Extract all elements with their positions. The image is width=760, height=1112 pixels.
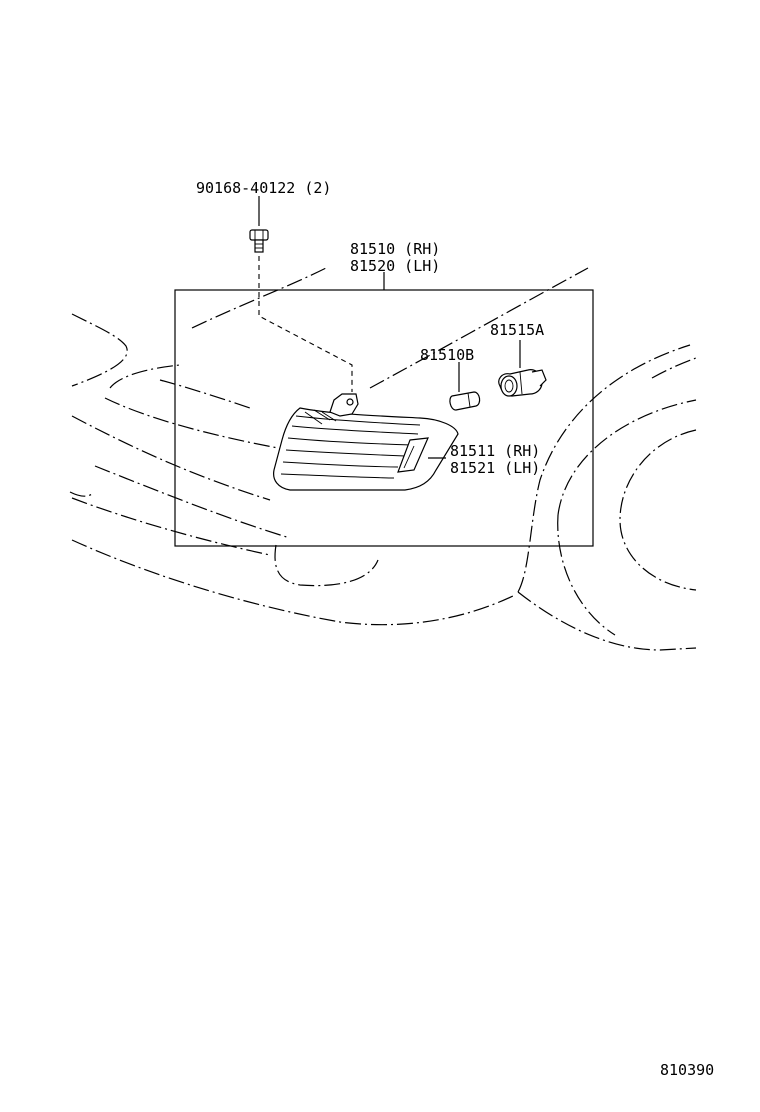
label-lamp-assy-lh: 81520 (LH) [350, 257, 440, 275]
bolt-icon [249, 196, 269, 253]
label-lamp-assy-rh: 81510 (RH) [350, 240, 440, 258]
bolt-install-path [258, 256, 353, 392]
label-socket: 81515A [490, 321, 544, 339]
car-body-outline [69, 267, 697, 651]
label-lens-rh: 81511 (RH) [450, 442, 540, 460]
side-marker-lamp-icon [273, 393, 459, 491]
label-bolt: 90168-40122 (2) [196, 179, 331, 197]
socket-icon [498, 340, 547, 397]
bulb-icon [449, 362, 481, 411]
figure-number: 810390 [660, 1061, 714, 1079]
label-lens-lh: 81521 (LH) [450, 459, 540, 477]
label-bulb: 81510B [420, 346, 474, 364]
